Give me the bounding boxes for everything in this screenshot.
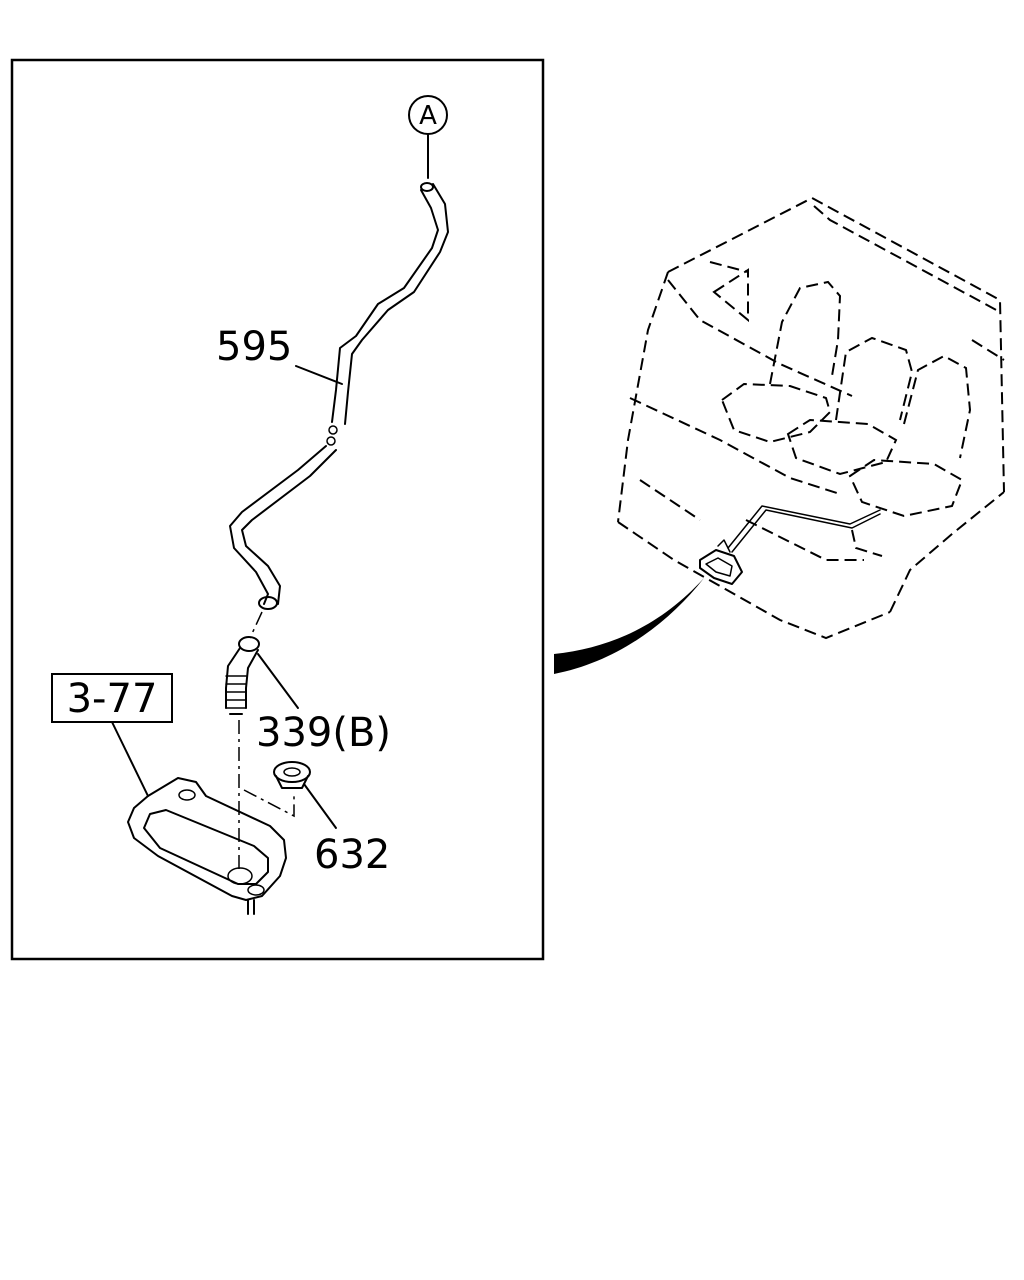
drain-tray (127, 777, 287, 915)
elbow-339b (225, 636, 260, 715)
reference-a-label: A (419, 101, 437, 131)
reference-box-label: 3-77 (67, 676, 158, 722)
elbow-leader (257, 653, 299, 709)
grommet-part-number: 632 (314, 832, 390, 878)
detail-frame (10, 58, 545, 961)
vehicle-cab-overview (617, 196, 1005, 640)
grommet-632 (273, 761, 311, 789)
grommet-leader (303, 783, 337, 829)
elbow-part-number: 339(B) (256, 710, 391, 756)
hose-part-number: 595 (216, 324, 292, 370)
location-pointer (554, 578, 704, 674)
hose-leader (295, 365, 343, 385)
reference-a-marker: A (408, 95, 448, 179)
hose-595 (229, 182, 449, 610)
